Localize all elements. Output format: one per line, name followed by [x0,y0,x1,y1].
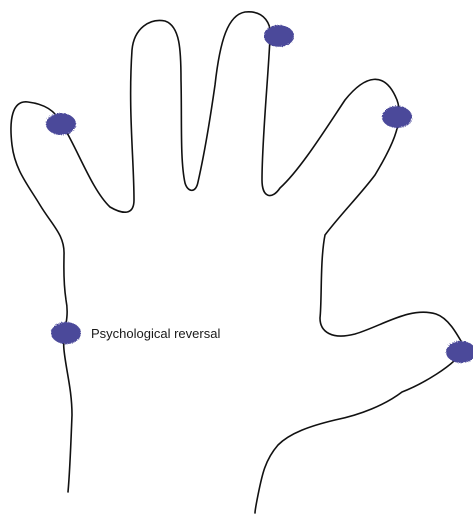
index-finger-tip-point [46,113,76,135]
ring-finger-tip-point [382,106,412,128]
karate-chop-point [51,322,81,344]
thumb-side-point [264,25,294,47]
psychological-reversal-label: Psychological reversal [91,326,220,341]
hand-outline [11,12,465,513]
little-finger-point [446,341,473,363]
